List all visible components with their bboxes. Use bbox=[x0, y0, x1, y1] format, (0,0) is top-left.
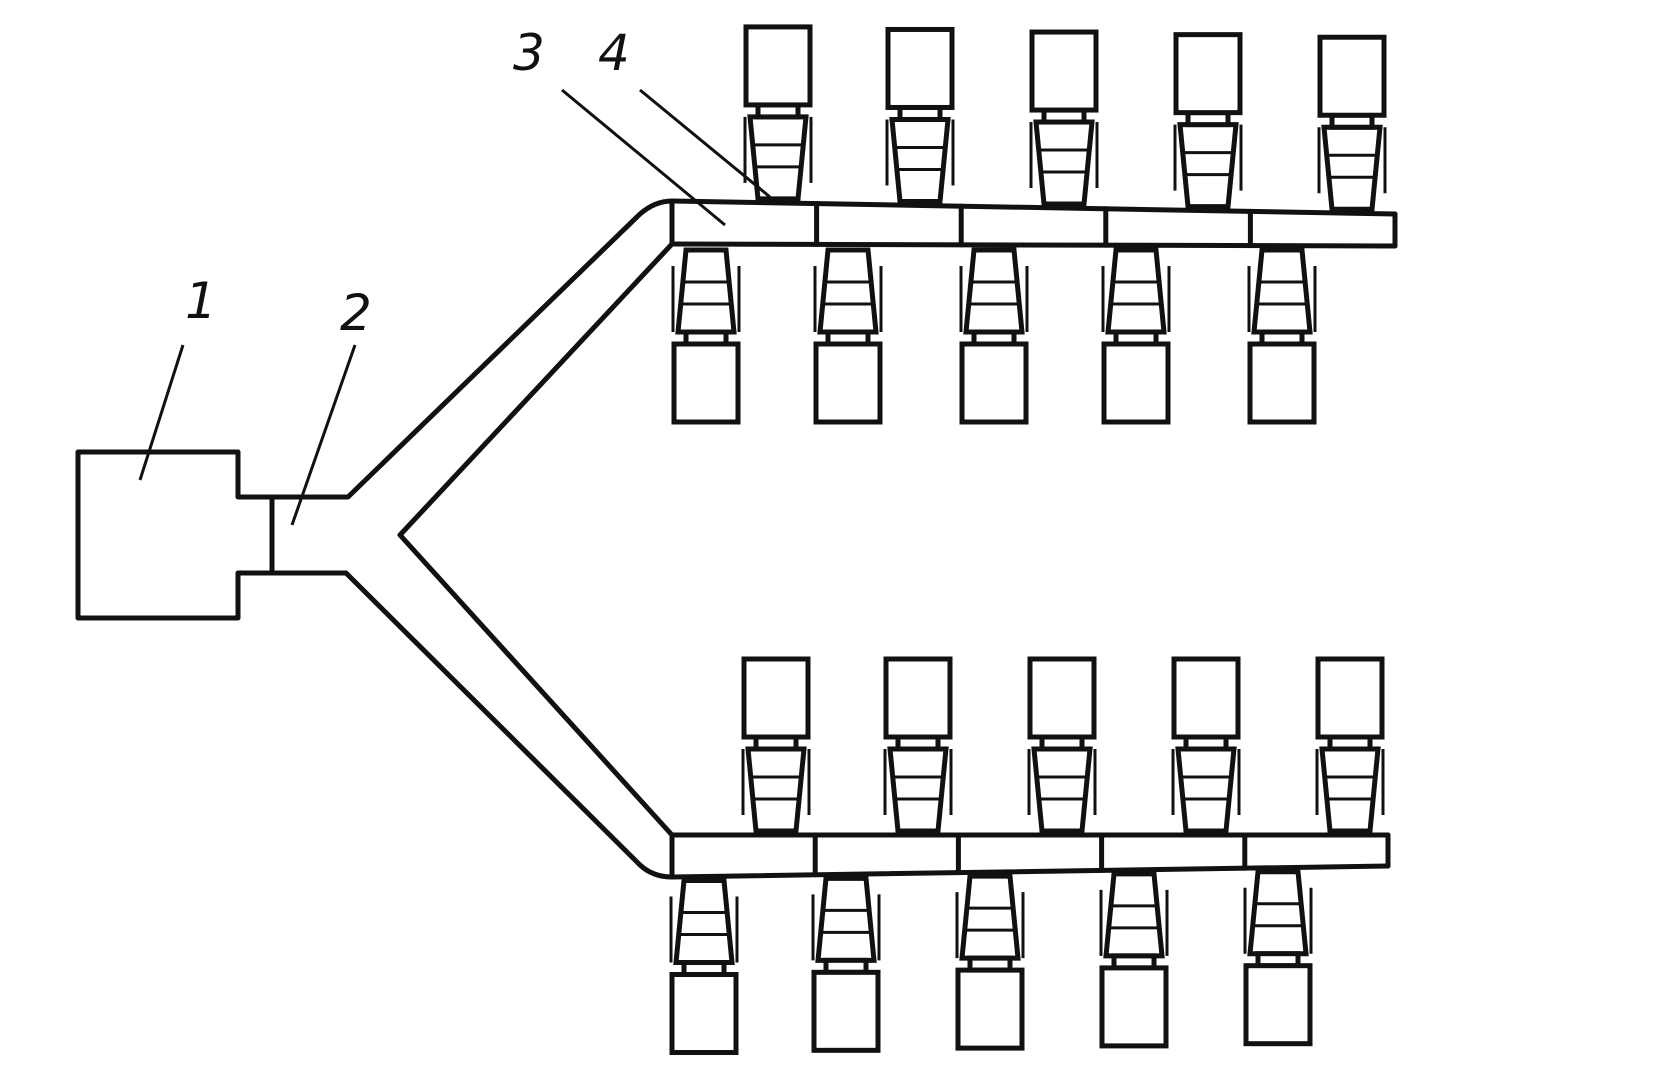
upper-top-4-unit bbox=[1173, 32, 1243, 210]
lower-top-2-unit bbox=[883, 656, 953, 834]
lower-top-2-unit-box bbox=[883, 656, 953, 740]
upper-bottom-4-unit-body bbox=[1105, 247, 1167, 335]
lower-bottom-1-unit bbox=[669, 878, 739, 1056]
upper-bottom-1-unit-body bbox=[675, 247, 737, 335]
lower-bottom-4-unit bbox=[1099, 871, 1169, 1049]
lower-top-4-unit-body bbox=[1175, 746, 1237, 834]
upper-bottom-3-unit-box bbox=[959, 341, 1029, 425]
lower-bottom-3-unit-box bbox=[955, 967, 1025, 1051]
branch-rails bbox=[669, 198, 1398, 880]
label-3: 3 bbox=[513, 24, 545, 82]
upper-top-3-unit-body bbox=[1033, 119, 1095, 207]
lower-top-3-unit-body bbox=[1031, 746, 1093, 834]
lower-top-5-unit bbox=[1315, 656, 1385, 834]
upper-bottom-5-unit-box bbox=[1247, 341, 1317, 425]
lower-bottom-2-unit-box bbox=[811, 969, 881, 1053]
lower-bottom-3-unit bbox=[955, 873, 1025, 1051]
leader-line-4 bbox=[639, 88, 771, 199]
upper-top-2-unit bbox=[885, 26, 955, 204]
lower-top-2-unit-body bbox=[887, 746, 949, 834]
lower-bottom-5-unit bbox=[1243, 869, 1313, 1047]
upper-top-1-unit bbox=[743, 24, 813, 202]
duct-inner bbox=[397, 241, 675, 838]
upper-bottom-2-unit-box bbox=[813, 341, 883, 425]
upper-bottom-2-unit bbox=[813, 247, 883, 425]
upper-top-5-unit-body bbox=[1321, 124, 1383, 212]
lower-top-5-unit-box bbox=[1315, 656, 1385, 740]
upper-rail-bottom-edge bbox=[669, 241, 1398, 249]
lower-top-1-unit bbox=[741, 656, 811, 834]
upper-bottom-5-unit-body bbox=[1251, 247, 1313, 335]
lower-top-3-unit-box bbox=[1027, 656, 1097, 740]
upper-top-4-unit-body bbox=[1177, 122, 1239, 210]
upper-bottom-4-unit bbox=[1101, 247, 1171, 425]
lower-bottom-4-unit-body bbox=[1103, 871, 1165, 959]
upper-bottom-1-unit-box bbox=[671, 341, 741, 425]
label-1: 1 bbox=[185, 272, 217, 330]
duct-outer-lower bbox=[269, 570, 675, 880]
upper-bottom-2-unit-body bbox=[817, 247, 879, 335]
lower-bottom-2-unit bbox=[811, 875, 881, 1053]
lower-bottom-1-unit-body bbox=[673, 878, 735, 966]
label-4: 4 bbox=[598, 24, 630, 82]
upper-bottom-3-unit-body bbox=[963, 247, 1025, 335]
lower-rail bbox=[669, 832, 1391, 880]
upper-top-5-unit bbox=[1317, 34, 1387, 212]
upper-rail-top-edge bbox=[669, 198, 1398, 217]
lower-top-4-unit bbox=[1171, 656, 1241, 834]
upper-bottom-5-unit bbox=[1247, 247, 1317, 425]
lower-top-3-unit bbox=[1027, 656, 1097, 834]
upper-top-2-unit-box bbox=[885, 26, 955, 110]
upper-bottom-1-unit bbox=[671, 247, 741, 425]
lower-bottom-5-unit-body bbox=[1247, 869, 1309, 957]
lower-bottom-4-unit-box bbox=[1099, 965, 1169, 1049]
duct-outer-upper bbox=[269, 198, 675, 500]
lower-bottom-2-unit-body bbox=[815, 875, 877, 963]
leader-line-3 bbox=[561, 88, 726, 227]
source-block bbox=[75, 449, 275, 621]
upper-top-4-unit-box bbox=[1173, 32, 1243, 116]
units-group bbox=[669, 24, 1387, 1056]
label-2: 2 bbox=[340, 284, 372, 342]
upper-top-5-unit-box bbox=[1317, 34, 1387, 118]
lower-bottom-1-unit-box bbox=[669, 972, 739, 1056]
leader-line-2 bbox=[290, 344, 357, 526]
upper-top-3-unit-box bbox=[1029, 29, 1099, 113]
upper-top-2-unit-body bbox=[889, 116, 951, 204]
upper-rail bbox=[669, 198, 1398, 249]
lower-top-4-unit-box bbox=[1171, 656, 1241, 740]
upper-top-3-unit bbox=[1029, 29, 1099, 207]
lower-top-5-unit-body bbox=[1319, 746, 1381, 834]
lower-top-1-unit-body bbox=[745, 746, 807, 834]
upper-bottom-4-unit-box bbox=[1101, 341, 1171, 425]
lower-bottom-5-unit-box bbox=[1243, 963, 1313, 1047]
upper-bottom-3-unit bbox=[959, 247, 1029, 425]
lower-rail-bottom-edge bbox=[669, 863, 1391, 880]
leader-line-1 bbox=[138, 344, 185, 481]
lower-bottom-3-unit-body bbox=[959, 873, 1021, 961]
lower-top-1-unit-box bbox=[741, 656, 811, 740]
upper-top-1-unit-box bbox=[743, 24, 813, 108]
